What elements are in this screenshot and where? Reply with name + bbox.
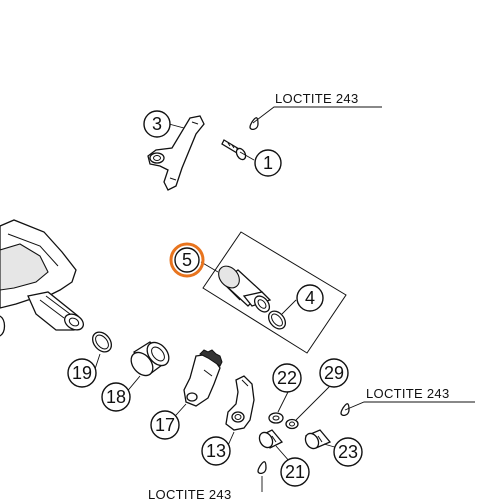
callout-3-label: 3 (152, 114, 162, 134)
part-23-bolt (304, 429, 332, 450)
callout-22: 22 (272, 363, 302, 393)
highlight-ring (169, 242, 205, 278)
part-19-o-ring (91, 331, 113, 353)
callout-29-label: 29 (324, 363, 344, 383)
callout-5-highlighted: 5 (169, 242, 205, 278)
callout-4-label: 4 (305, 288, 315, 308)
callout-21-label: 21 (285, 462, 305, 482)
callout-18-label: 18 (106, 387, 126, 407)
callout-13-label: 13 (206, 441, 226, 461)
loctite-drop-bottom (257, 461, 267, 475)
callout-19-label: 19 (72, 363, 92, 383)
loctite-note-bottom: LOCTITE 243 (148, 487, 232, 500)
part-21-bolt (258, 429, 284, 449)
callout-18: 18 (101, 382, 131, 412)
callout-4: 4 (296, 284, 324, 312)
part-13-shift-pawl (225, 375, 255, 431)
part-22-washer (268, 412, 284, 424)
part-3-lever-bracket (147, 115, 205, 191)
loctite-note-right: LOCTITE 243 (366, 386, 450, 401)
part-5-subassembly-box (202, 231, 347, 354)
loctite-drop-top (249, 117, 259, 131)
part-18-bushing (130, 341, 170, 377)
callout-1: 1 (254, 149, 282, 177)
callout-17-label: 17 (155, 415, 175, 435)
callout-13: 13 (201, 436, 231, 466)
loctite-note-top: LOCTITE 243 (275, 91, 359, 106)
callout-19: 19 (67, 358, 97, 388)
callout-29: 29 (319, 358, 349, 388)
callout-23-label: 23 (338, 442, 358, 462)
part-17-segment-lever (183, 349, 223, 407)
part-1-bolt (221, 139, 247, 161)
part-29-washer (285, 418, 299, 430)
callout-3: 3 (143, 110, 171, 138)
callout-1-label: 1 (263, 153, 273, 173)
callout-5-label: 5 (182, 250, 192, 270)
housing-left (0, 219, 84, 337)
callout-17: 17 (150, 410, 180, 440)
callout-21: 21 (280, 457, 310, 487)
callout-23: 23 (333, 437, 363, 467)
callout-22-label: 22 (277, 368, 297, 388)
